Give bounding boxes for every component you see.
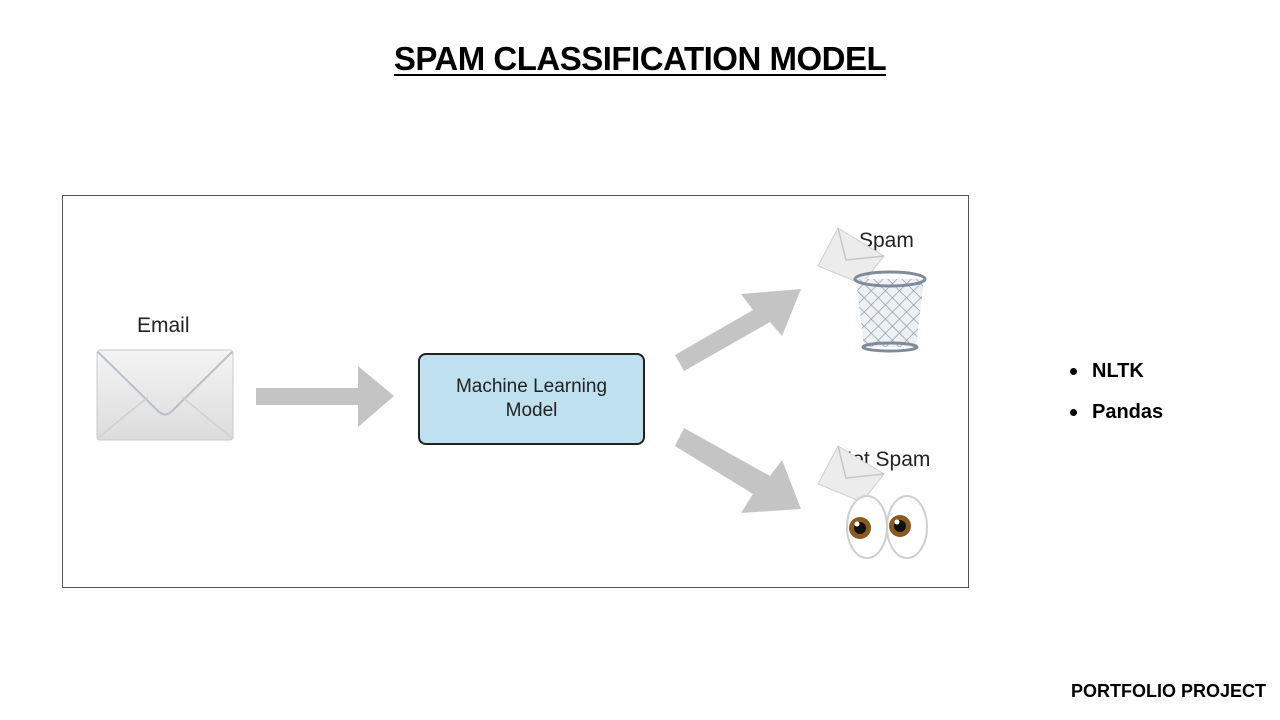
page-title: SPAM CLASSIFICATION MODEL (393, 40, 887, 77)
arrow-to-not-spam (675, 428, 801, 513)
ml-model-box: Machine Learning Model (418, 353, 645, 445)
eyes-icon (846, 495, 928, 559)
footer-label: PORTFOLIO PROJECT (1070, 681, 1266, 701)
flow-diagram: Email Machine Learning Model Spam Not Sp… (62, 195, 969, 588)
flow-arrows (256, 289, 801, 513)
list-item: Pandas (1068, 399, 1163, 440)
trash-bin-icon (853, 270, 927, 353)
email-label: Email (137, 314, 190, 337)
envelope-icon (96, 349, 234, 441)
arrow-to-spam (675, 289, 801, 371)
spam-label: Spam (859, 229, 914, 252)
list-item: NLTK (1068, 358, 1163, 399)
arrow-to-model (256, 366, 394, 427)
tools-list: NLTK Pandas (1068, 358, 1163, 440)
